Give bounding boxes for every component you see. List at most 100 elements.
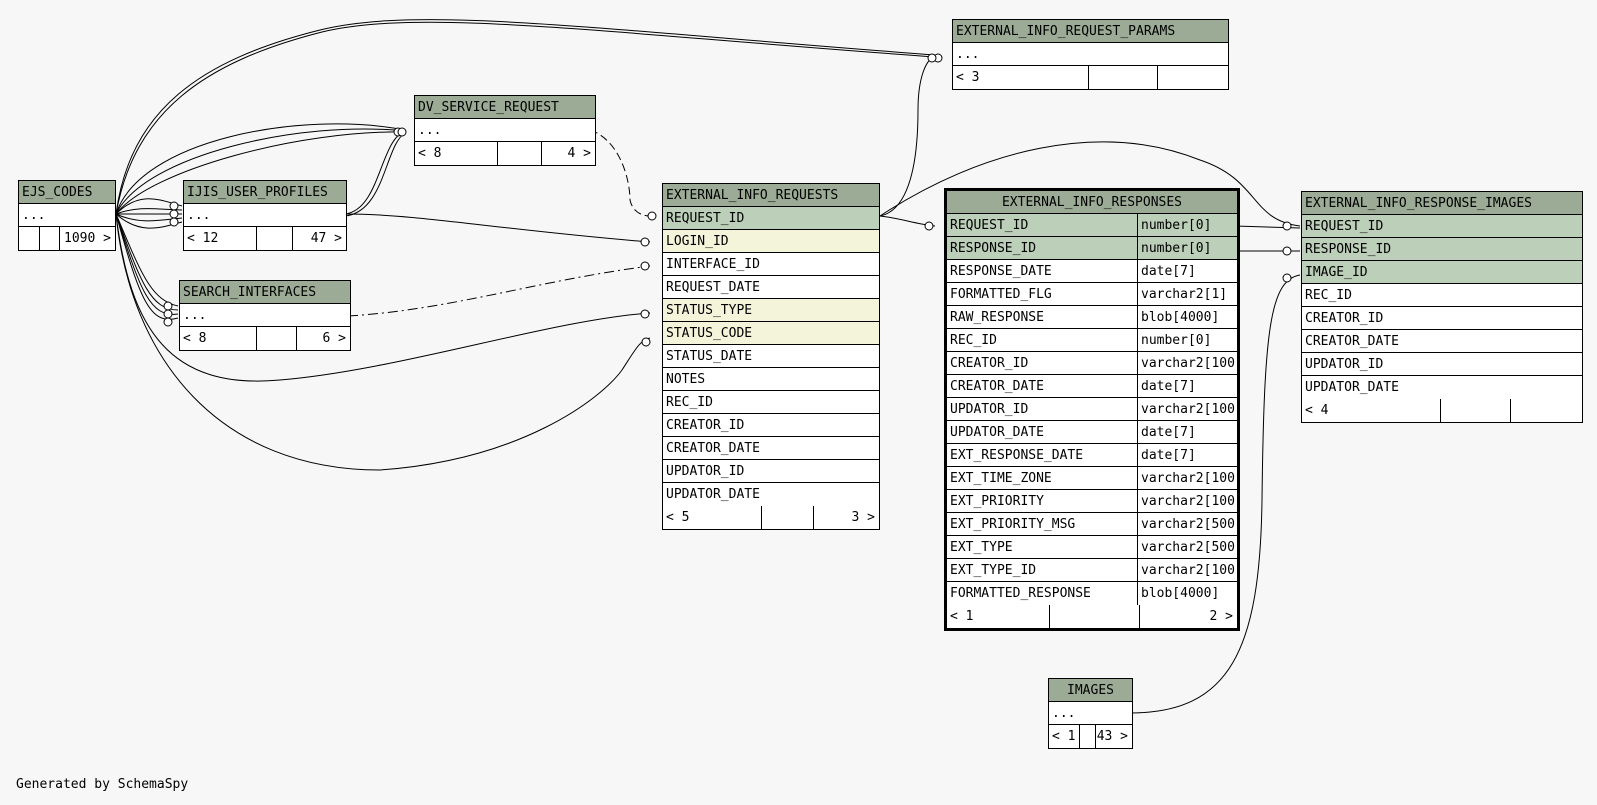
table-footer: < 1 2 > [947, 605, 1237, 628]
column-row[interactable]: STATUS_TYPE [663, 299, 879, 322]
column-name: NOTES [666, 371, 706, 387]
table-name: IMAGES [1067, 682, 1114, 698]
column-name: REQUEST_ID [950, 217, 1029, 233]
parents-count: < 3 [956, 70, 980, 85]
column-row[interactable]: CREATOR_ID [663, 414, 879, 437]
column-row[interactable]: REC_ID [1302, 284, 1582, 307]
table-external-info-response-images[interactable]: EXTERNAL_INFO_RESPONSE_IMAGES REQUEST_ID… [1301, 191, 1583, 423]
table-body: ... [184, 204, 346, 227]
column-row[interactable]: IMAGE_ID [1302, 261, 1582, 284]
table-footer: < 8 6 > [180, 327, 350, 350]
column-row[interactable]: UPDATOR_ID [1302, 353, 1582, 376]
table-body: ... [953, 43, 1228, 66]
rel-ejs-status-type [115, 213, 651, 382]
table-search-interfaces[interactable]: SEARCH_INTERFACES ... < 8 6 > [179, 280, 351, 351]
column-row[interactable]: CREATOR_ID [1302, 307, 1582, 330]
rel-dv-requests [589, 129, 651, 217]
table-header: IMAGES [1049, 679, 1132, 702]
table-images[interactable]: IMAGES ... < 1 43 > [1048, 678, 1133, 749]
table-footer: < 8 4 > [415, 142, 595, 165]
column-name: REQUEST_DATE [666, 279, 760, 295]
column-row[interactable]: REC_ID [663, 391, 879, 414]
column-row[interactable]: REQUEST_ID [663, 207, 879, 230]
column-name: CREATOR_ID [666, 417, 745, 433]
column-type: date[7] [1137, 375, 1237, 397]
table-name: EXTERNAL_INFO_RESPONSE_IMAGES [1305, 195, 1532, 211]
children-count: 6 > [296, 327, 350, 350]
table-body: ... [415, 119, 595, 142]
table-name: DV_SERVICE_REQUEST [418, 99, 559, 115]
table-ijis-user-profiles[interactable]: IJIS_USER_PROFILES ... < 12 47 > [183, 180, 347, 251]
column-name: STATUS_DATE [666, 348, 753, 364]
table-external-info-request-params[interactable]: EXTERNAL_INFO_REQUEST_PARAMS ... < 3 [952, 19, 1229, 90]
column-row[interactable]: LOGIN_ID [663, 230, 879, 253]
column-name: UPDATOR_ID [950, 401, 1029, 417]
column-name: IMAGE_ID [1305, 264, 1368, 280]
column-type: varchar2[500] [1137, 513, 1237, 535]
column-type: varchar2[100] [1137, 490, 1237, 512]
columns-collapsed: ... [22, 207, 46, 223]
columns-collapsed: ... [183, 307, 207, 323]
column-row[interactable]: UPDATOR_ID [663, 460, 879, 483]
rel-ejs-params-2 [115, 21, 936, 215]
column-name: LOGIN_ID [666, 233, 729, 249]
column-name: REC_ID [666, 394, 713, 410]
table-header: EXTERNAL_INFO_REQUESTS [663, 184, 879, 207]
column-row[interactable]: UPDATOR_DATE [663, 483, 879, 506]
column-row[interactable]: INTERFACE_ID [663, 253, 879, 276]
rows-count [497, 142, 541, 165]
table-header: IJIS_USER_PROFILES [184, 181, 346, 204]
rel-ejs-dv [115, 123, 406, 215]
column-name: CREATOR_ID [1305, 310, 1384, 326]
table-external-info-requests[interactable]: EXTERNAL_INFO_REQUESTS REQUEST_ID LOGIN_I… [662, 183, 880, 530]
rel-ejs-search-3 [115, 213, 179, 315]
rows-count [256, 227, 292, 250]
column-row[interactable]: NOTES [663, 368, 879, 391]
column-row[interactable]: RESPONSE_ID [1302, 238, 1582, 261]
column-row[interactable]: UPDATOR_DATE [1302, 376, 1582, 399]
parents-count: < 1 [1052, 729, 1076, 744]
parents-count: < 1 [950, 609, 974, 624]
columns-collapsed: ... [1052, 705, 1076, 721]
table-name: SEARCH_INTERFACES [183, 284, 317, 300]
column-row[interactable]: STATUS_DATE [663, 345, 879, 368]
rows-count [1088, 66, 1157, 89]
column-row[interactable]: STATUS_CODE [663, 322, 879, 345]
table-ejs-codes[interactable]: EJS_CODES ... 1090 > [18, 180, 116, 251]
column-name: RESPONSE_ID [950, 240, 1037, 256]
table-footer: < 3 [953, 66, 1228, 89]
table-body: ... [19, 204, 115, 227]
parents-count: < 8 [418, 146, 442, 161]
column-row[interactable]: CREATOR_DATE [1302, 330, 1582, 353]
table-dv-service-request[interactable]: DV_SERVICE_REQUEST ... < 8 4 > [414, 95, 596, 166]
column-name: REC_ID [1305, 287, 1352, 303]
table-header: EXTERNAL_INFO_RESPONSE_IMAGES [1302, 192, 1582, 215]
rel-ejs-params [115, 19, 936, 215]
column-row[interactable]: CREATOR_DATE [663, 437, 879, 460]
column-type: blob[4000] [1137, 582, 1237, 605]
parents-count: < 8 [183, 331, 207, 346]
column-row[interactable]: REQUEST_DATE [663, 276, 879, 299]
column-name: REQUEST_ID [666, 210, 745, 226]
column-row[interactable]: REQUEST_ID [1302, 215, 1582, 238]
rows-count [761, 506, 813, 529]
column-name: EXT_TIME_ZONE [950, 470, 1052, 486]
